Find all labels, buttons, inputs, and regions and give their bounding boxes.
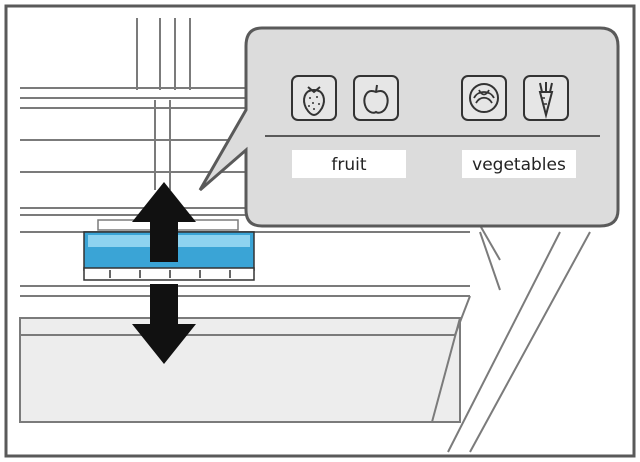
fruit-label: fruit bbox=[331, 155, 366, 175]
vegetables-label-box bbox=[462, 150, 576, 178]
carrot-icon bbox=[523, 75, 569, 121]
strawberry-icon bbox=[291, 75, 337, 121]
vegetables-label: vegetables bbox=[472, 155, 566, 175]
arrow-down-icon bbox=[132, 284, 196, 364]
crisper-drawer bbox=[19, 285, 470, 423]
fruit-label-box bbox=[292, 150, 406, 178]
arrow-up-icon bbox=[132, 182, 196, 262]
door-bars bbox=[136, 18, 191, 190]
callout-bubble bbox=[198, 26, 620, 228]
cabbage-icon bbox=[461, 75, 507, 121]
apple-icon bbox=[353, 75, 399, 121]
